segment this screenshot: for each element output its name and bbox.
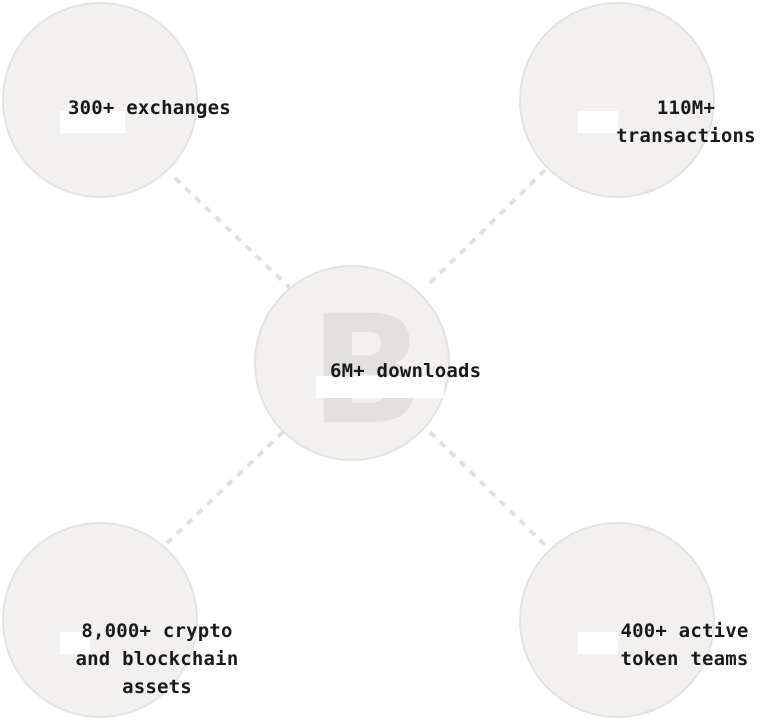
label-highlight	[60, 632, 90, 654]
label-highlight	[578, 632, 618, 654]
stat-assets: 8,000+ crypto and blockchain assets	[75, 620, 239, 698]
label-highlight	[60, 111, 125, 133]
brand-logo-b: B	[310, 284, 425, 458]
stat-node-bottom-left	[2, 522, 198, 718]
stat-transactions: 110M+ transactions	[616, 97, 756, 147]
stat-token-teams: 400+ active token teams	[620, 620, 749, 670]
stat-node-top-right	[519, 2, 715, 198]
connector-top-left	[173, 176, 292, 290]
connector-bottom-right	[428, 430, 550, 550]
connector-bottom-left	[163, 430, 285, 547]
center-node	[254, 265, 450, 461]
label-highlight	[578, 111, 618, 133]
stat-downloads: 6M+ downloads	[330, 360, 482, 382]
connector-top-right	[423, 168, 547, 290]
label-highlight	[316, 376, 444, 398]
stat-exchanges: 300+ exchanges	[68, 97, 231, 119]
stat-node-bottom-right	[519, 522, 715, 718]
stat-node-top-left	[2, 2, 198, 198]
